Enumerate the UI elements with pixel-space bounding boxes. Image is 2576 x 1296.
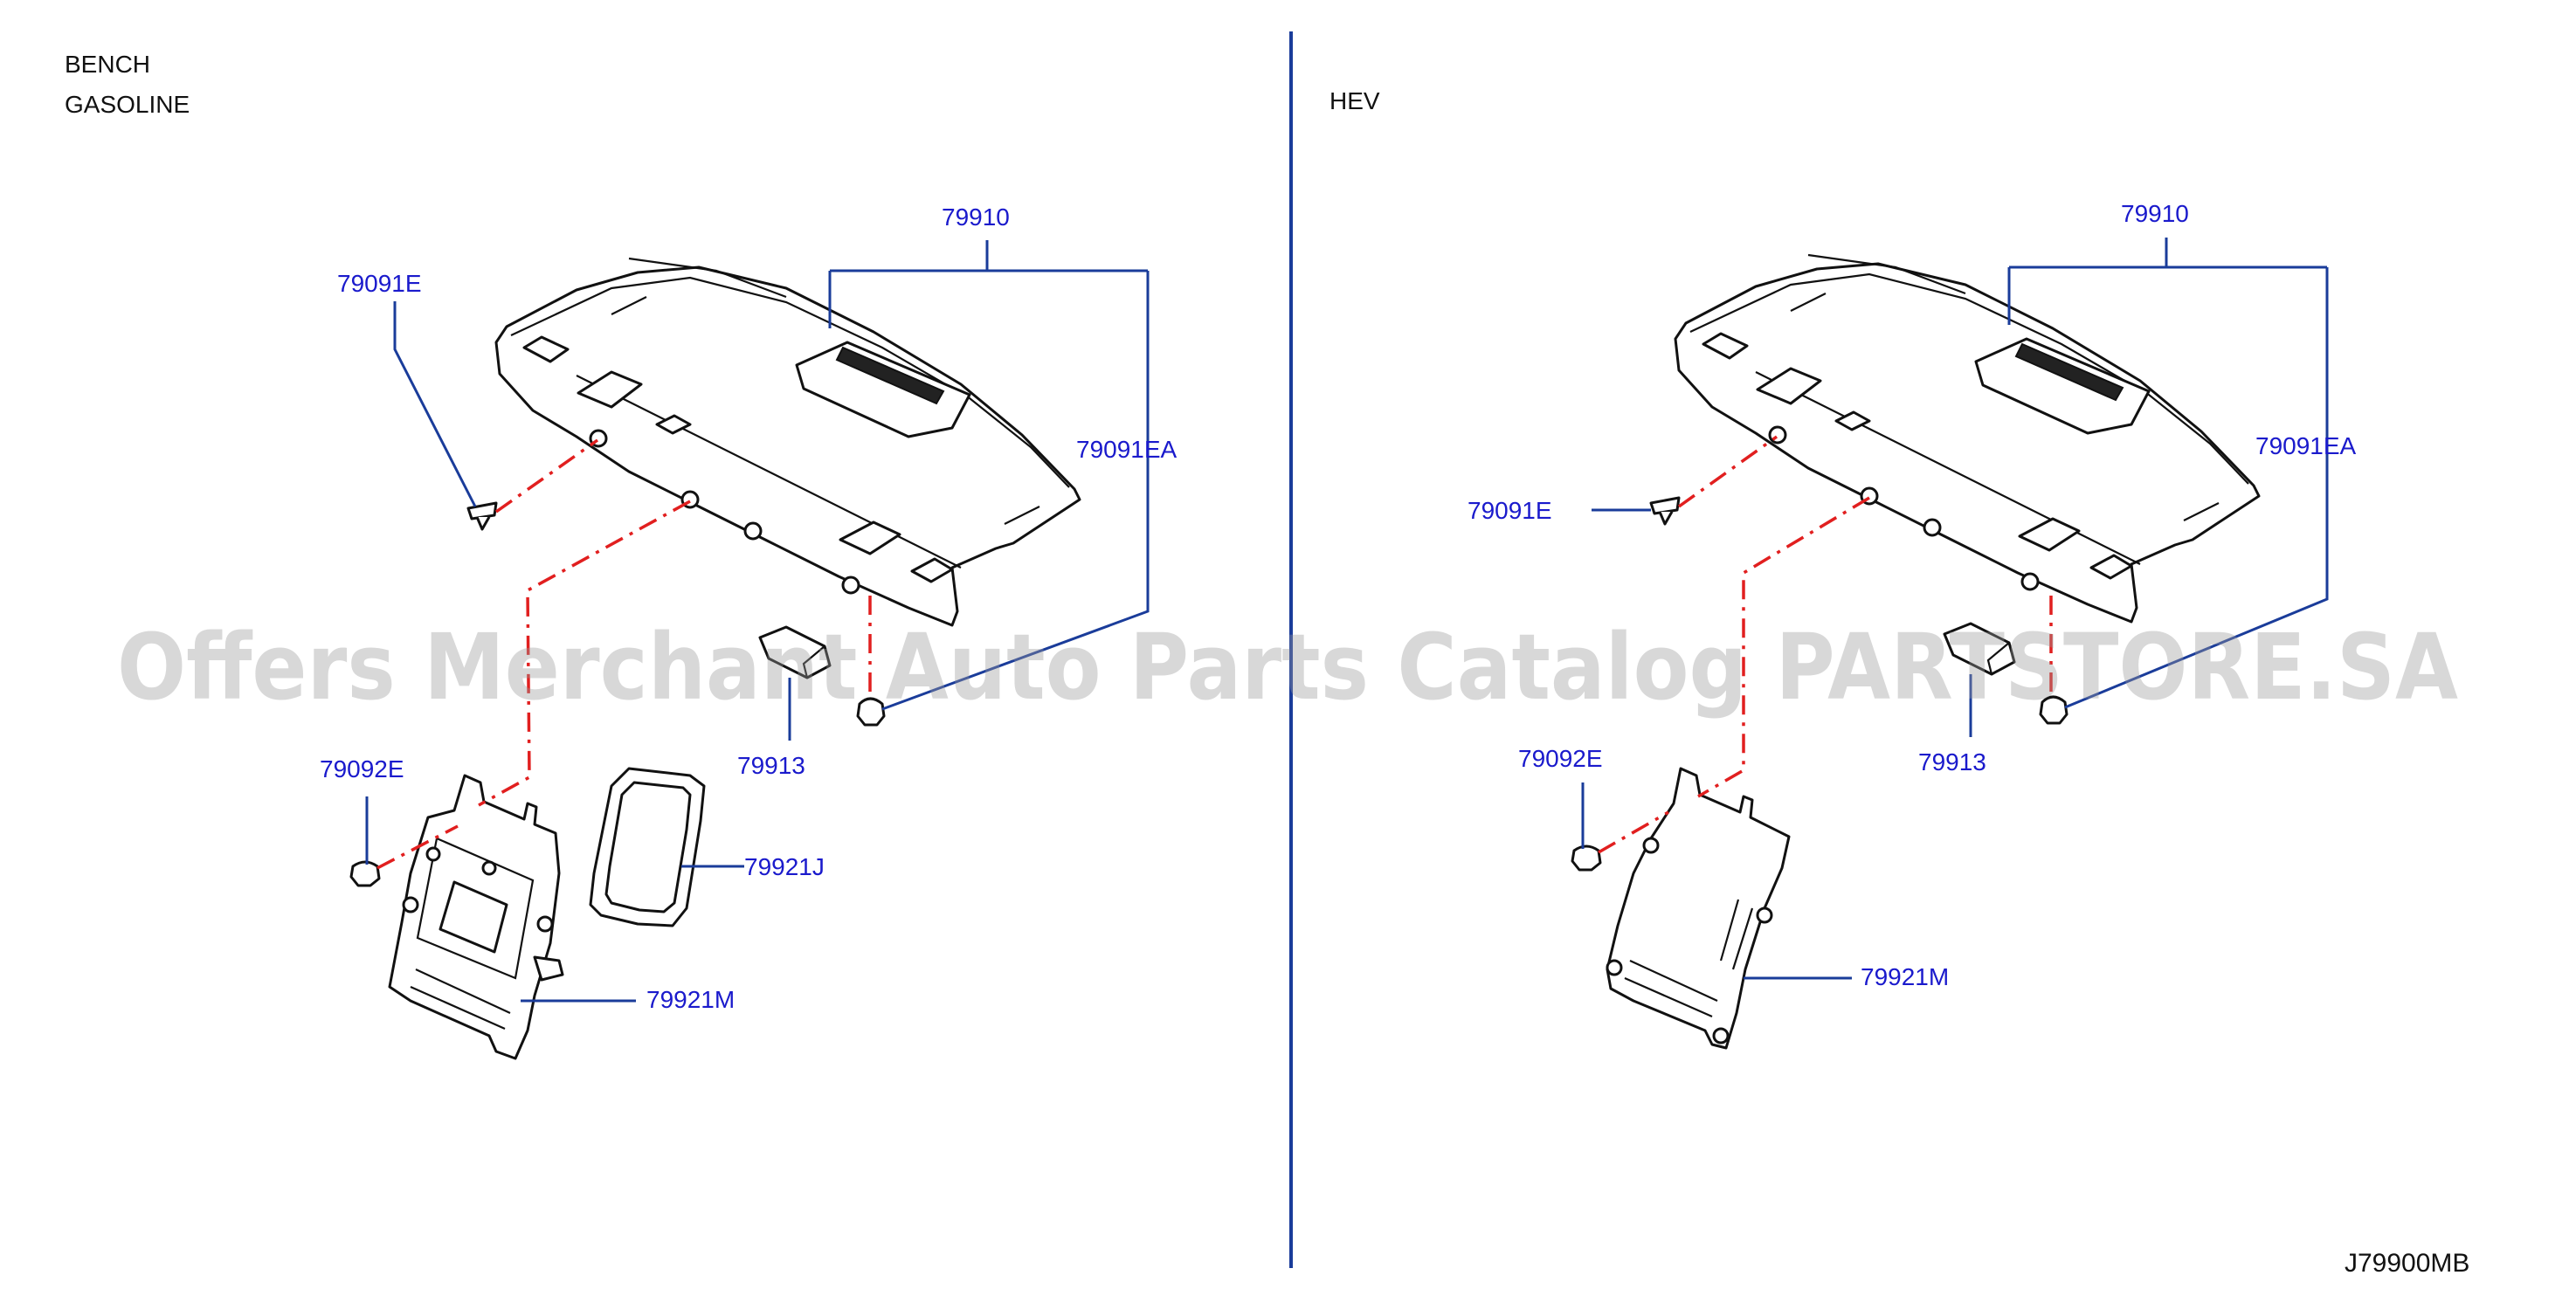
- label-left-79092E[interactable]: 79092E: [320, 755, 404, 782]
- label-right-79092E[interactable]: 79092E: [1518, 745, 1603, 772]
- label-left-79091EA[interactable]: 79091EA: [1076, 436, 1178, 463]
- left-clip-79091EA[interactable]: [856, 697, 886, 727]
- leader-left-79091E: [393, 301, 477, 507]
- diagram-code: J79900MB: [2345, 1249, 2469, 1278]
- section-title-hev: HEV: [1329, 87, 1380, 114]
- right-dash-79092E: [1598, 810, 1669, 854]
- left-clip-79091E[interactable]: [466, 501, 498, 531]
- right-dash-79091E: [1677, 435, 1778, 508]
- left-dash-79092E: [376, 824, 459, 870]
- label-right-79910[interactable]: 79910: [2121, 200, 2189, 227]
- right-pad-79913[interactable]: [1943, 622, 2016, 676]
- section-title-gasoline: GASOLINE: [65, 91, 190, 118]
- right-clip-79092E[interactable]: [1571, 844, 1602, 872]
- label-right-79091EA[interactable]: 79091EA: [2255, 432, 2357, 459]
- section-title-bench: BENCH: [65, 51, 151, 78]
- right-clip-79091EA[interactable]: [2039, 695, 2068, 725]
- watermark: Offers Merchant Auto Parts Catalog PARTS…: [117, 614, 2458, 720]
- left-pad-79913[interactable]: [758, 625, 832, 679]
- label-left-79091E[interactable]: 79091E: [337, 270, 422, 297]
- left-speaker-bracket-79921M[interactable]: [388, 774, 564, 1060]
- left-trim-ring-79921J[interactable]: [589, 767, 706, 927]
- left-dash-79091E: [494, 438, 599, 514]
- label-right-79913[interactable]: 79913: [1918, 748, 1986, 776]
- label-left-79921M[interactable]: 79921M: [646, 986, 735, 1013]
- label-right-79091E[interactable]: 79091E: [1468, 497, 1552, 524]
- left-clip-79092E[interactable]: [349, 860, 381, 887]
- left-parcel-shelf-79910[interactable]: [494, 257, 1081, 627]
- label-right-79921M[interactable]: 79921M: [1861, 963, 1949, 990]
- label-left-79910[interactable]: 79910: [942, 203, 1010, 231]
- right-clip-79091E[interactable]: [1649, 496, 1681, 526]
- leader-right-79910: [2007, 238, 2329, 709]
- right-parcel-shelf-79910[interactable]: [1674, 253, 2261, 624]
- left-dash-79921M: [478, 500, 691, 807]
- right-speaker-bracket-79921M[interactable]: [1606, 767, 1791, 1050]
- leader-left-79910: [828, 240, 1150, 711]
- label-left-79921J[interactable]: 79921J: [744, 853, 825, 880]
- label-left-79913[interactable]: 79913: [737, 752, 805, 779]
- right-dash-79921M: [1697, 496, 1870, 798]
